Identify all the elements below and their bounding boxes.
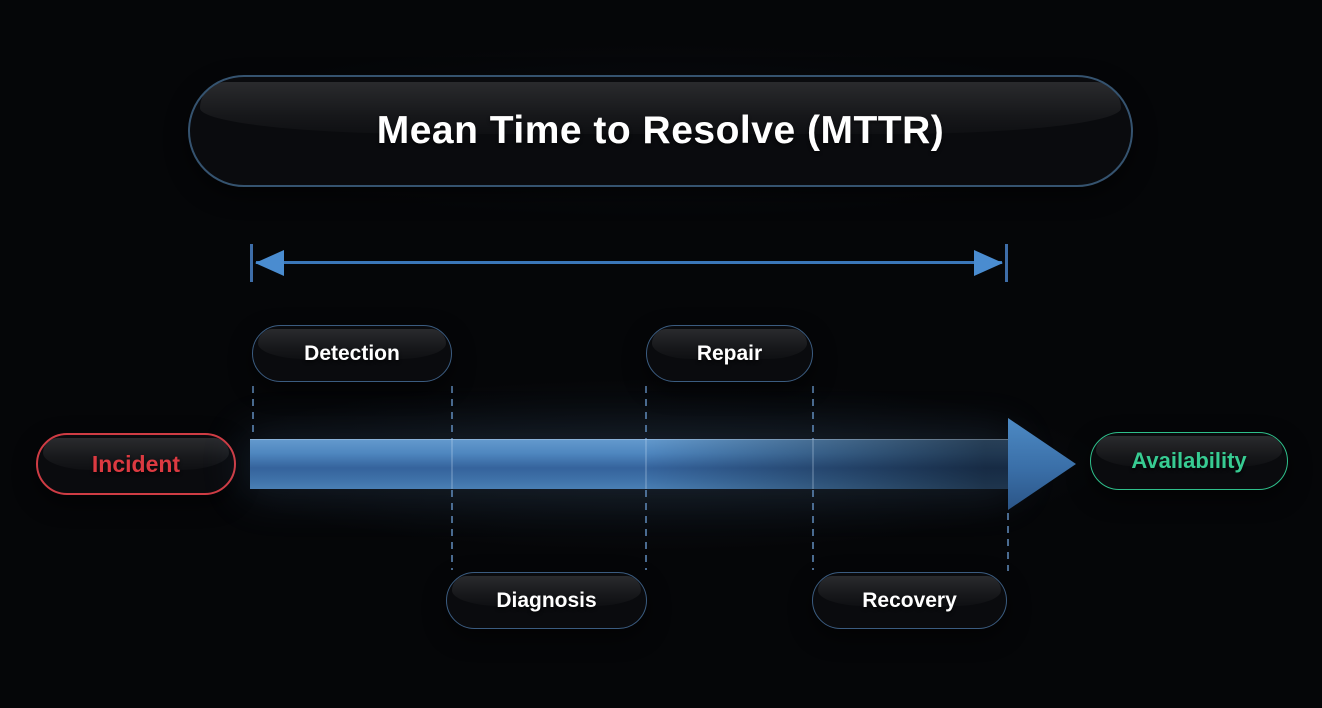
incident-pill: Incident bbox=[36, 433, 236, 495]
stage-pill-diagnosis: Diagnosis bbox=[446, 572, 647, 629]
range-arrowhead-right-icon bbox=[974, 250, 1003, 276]
range-arrowhead-left-icon bbox=[255, 250, 284, 276]
stage-divider bbox=[812, 439, 814, 489]
stage-divider bbox=[645, 439, 647, 489]
incident-label: Incident bbox=[91, 450, 181, 477]
availability-pill: Availability bbox=[1090, 432, 1288, 490]
dashed-connector-recovery-end bbox=[1007, 513, 1009, 571]
stage-pill-repair: Repair bbox=[646, 325, 813, 382]
stage-label: Diagnosis bbox=[496, 588, 597, 612]
range-cap-right bbox=[1005, 244, 1008, 282]
title-pill: Mean Time to Resolve (MTTR) bbox=[188, 75, 1133, 187]
timeline-arrowhead-icon bbox=[1008, 418, 1076, 510]
mttr-range-arrow bbox=[250, 244, 1008, 282]
stage-pill-detection: Detection bbox=[252, 325, 452, 382]
stage-pill-recovery: Recovery bbox=[812, 572, 1007, 629]
stage-label: Recovery bbox=[862, 588, 957, 612]
timeline-arrow-body bbox=[250, 439, 1008, 489]
range-cap-left bbox=[250, 244, 253, 282]
dashed-connector-detection-start bbox=[252, 386, 254, 434]
diagram-title: Mean Time to Resolve (MTTR) bbox=[376, 109, 945, 152]
stage-divider bbox=[451, 439, 453, 489]
stage-label: Repair bbox=[696, 341, 763, 365]
availability-label: Availability bbox=[1131, 448, 1247, 473]
range-line bbox=[256, 261, 1002, 264]
stage-label: Detection bbox=[304, 341, 400, 365]
